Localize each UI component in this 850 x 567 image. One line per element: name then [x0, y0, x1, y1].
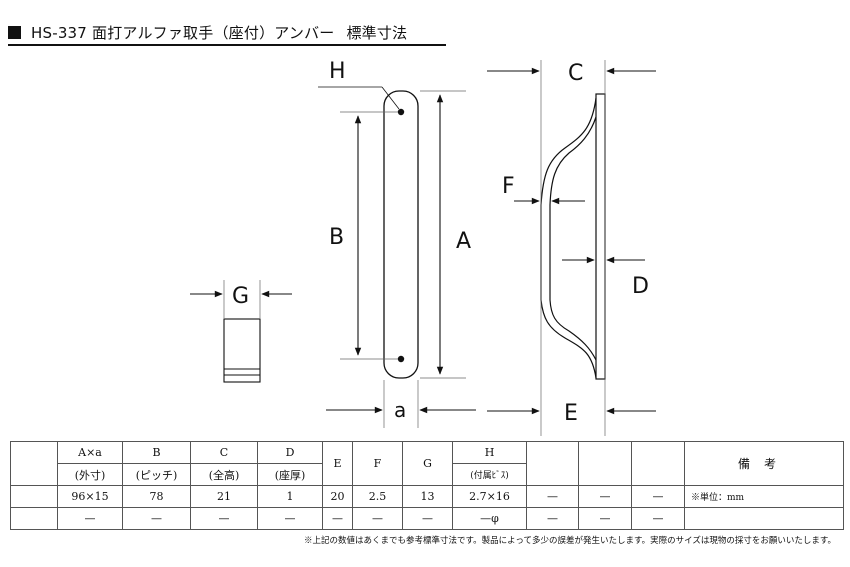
label-B: B [329, 225, 344, 250]
base-plate [595, 93, 606, 380]
table-cell: — [578, 507, 632, 530]
handle-profile-inner [549, 116, 597, 361]
table-cell: — [578, 485, 632, 508]
front-view [318, 86, 466, 428]
table-cell: 96×15 [57, 485, 123, 508]
header-empty [631, 441, 685, 486]
table-row: — — — — — — — —φ — — — [10, 507, 844, 530]
header-top: H [452, 441, 527, 464]
page-title: HS-337 面打アルファ取手（座付）アンバー 標準寸法 [8, 20, 407, 44]
table-cell: — [322, 507, 353, 530]
label-a: a [394, 398, 406, 422]
label-G: G [232, 284, 249, 309]
title-sub: 標準寸法 [346, 23, 408, 42]
table-cell: — [631, 485, 685, 508]
header-empty [526, 441, 579, 486]
table-cell: — [122, 507, 191, 530]
header-bottom: (ピッチ) [122, 463, 191, 486]
leader-H [381, 86, 400, 110]
end-view-outline [223, 318, 261, 383]
label-H: H [329, 59, 346, 84]
table-cell: — [402, 507, 453, 530]
table-cell: 1 [257, 485, 323, 508]
label-D: D [632, 274, 649, 299]
screw-hole-bottom [397, 355, 405, 363]
header-top: B [122, 441, 191, 464]
footnote: ※上記の数値はあくまでも参考標準寸法です。製品によって多少の誤差が発生いたします… [303, 536, 836, 546]
remark-cell: ※単位：mm [684, 485, 844, 508]
table-row: 96×15 78 21 1 20 2.5 13 2.7×16 — — — ※単位… [10, 485, 844, 508]
table-cell: 13 [402, 485, 453, 508]
remark-cell [684, 507, 844, 530]
header-top: F [352, 441, 403, 486]
table-cell: — [190, 507, 258, 530]
label-A: A [456, 229, 471, 254]
header-top: A×a [57, 441, 123, 464]
table-corner-cell [10, 441, 58, 486]
handle-front-outline [383, 90, 419, 379]
header-top: G [402, 441, 453, 486]
table-cell: — [352, 507, 403, 530]
table-cell: — [631, 507, 685, 530]
table-cell: 20 [322, 485, 353, 508]
dimension-drawing: H B A a C F D E G [190, 59, 656, 436]
title-underline [8, 44, 446, 46]
table-cell: 2.7×16 [452, 485, 527, 508]
header-bottom: (付属ﾋﾞｽ) [452, 463, 527, 486]
header-top: C [190, 441, 258, 464]
header-top: D [257, 441, 323, 464]
table-cell: — [57, 507, 123, 530]
end-view [223, 280, 261, 383]
header-empty [578, 441, 632, 486]
table-cell: — [257, 507, 323, 530]
screw-hole-top [397, 108, 405, 116]
table-cell: — [526, 507, 579, 530]
header-bottom: (外寸) [57, 463, 123, 486]
label-C: C [568, 61, 583, 86]
header-top: E [322, 441, 353, 486]
table-cell: 21 [190, 485, 258, 508]
handle-profile-outer [540, 97, 597, 379]
table-cell: 2.5 [352, 485, 403, 508]
label-F: F [502, 174, 515, 199]
label-E: E [564, 401, 578, 426]
row-label-cell [10, 485, 58, 508]
remarks-header: 備考 [684, 441, 844, 486]
side-view [540, 60, 606, 436]
header-bottom: (座厚) [257, 463, 323, 486]
table-cell: 78 [122, 485, 191, 508]
spec-table: A×a B C D E F G H 備考 (外寸) (ピッチ) (全高) (座厚… [10, 441, 844, 530]
header-bottom: (全高) [190, 463, 258, 486]
row-label-cell [10, 507, 58, 530]
title-main: HS-337 面打アルファ取手（座付）アンバー [31, 23, 335, 42]
bullet-square-icon [8, 25, 21, 39]
table-cell: —φ [452, 507, 527, 530]
table-cell: — [526, 485, 579, 508]
